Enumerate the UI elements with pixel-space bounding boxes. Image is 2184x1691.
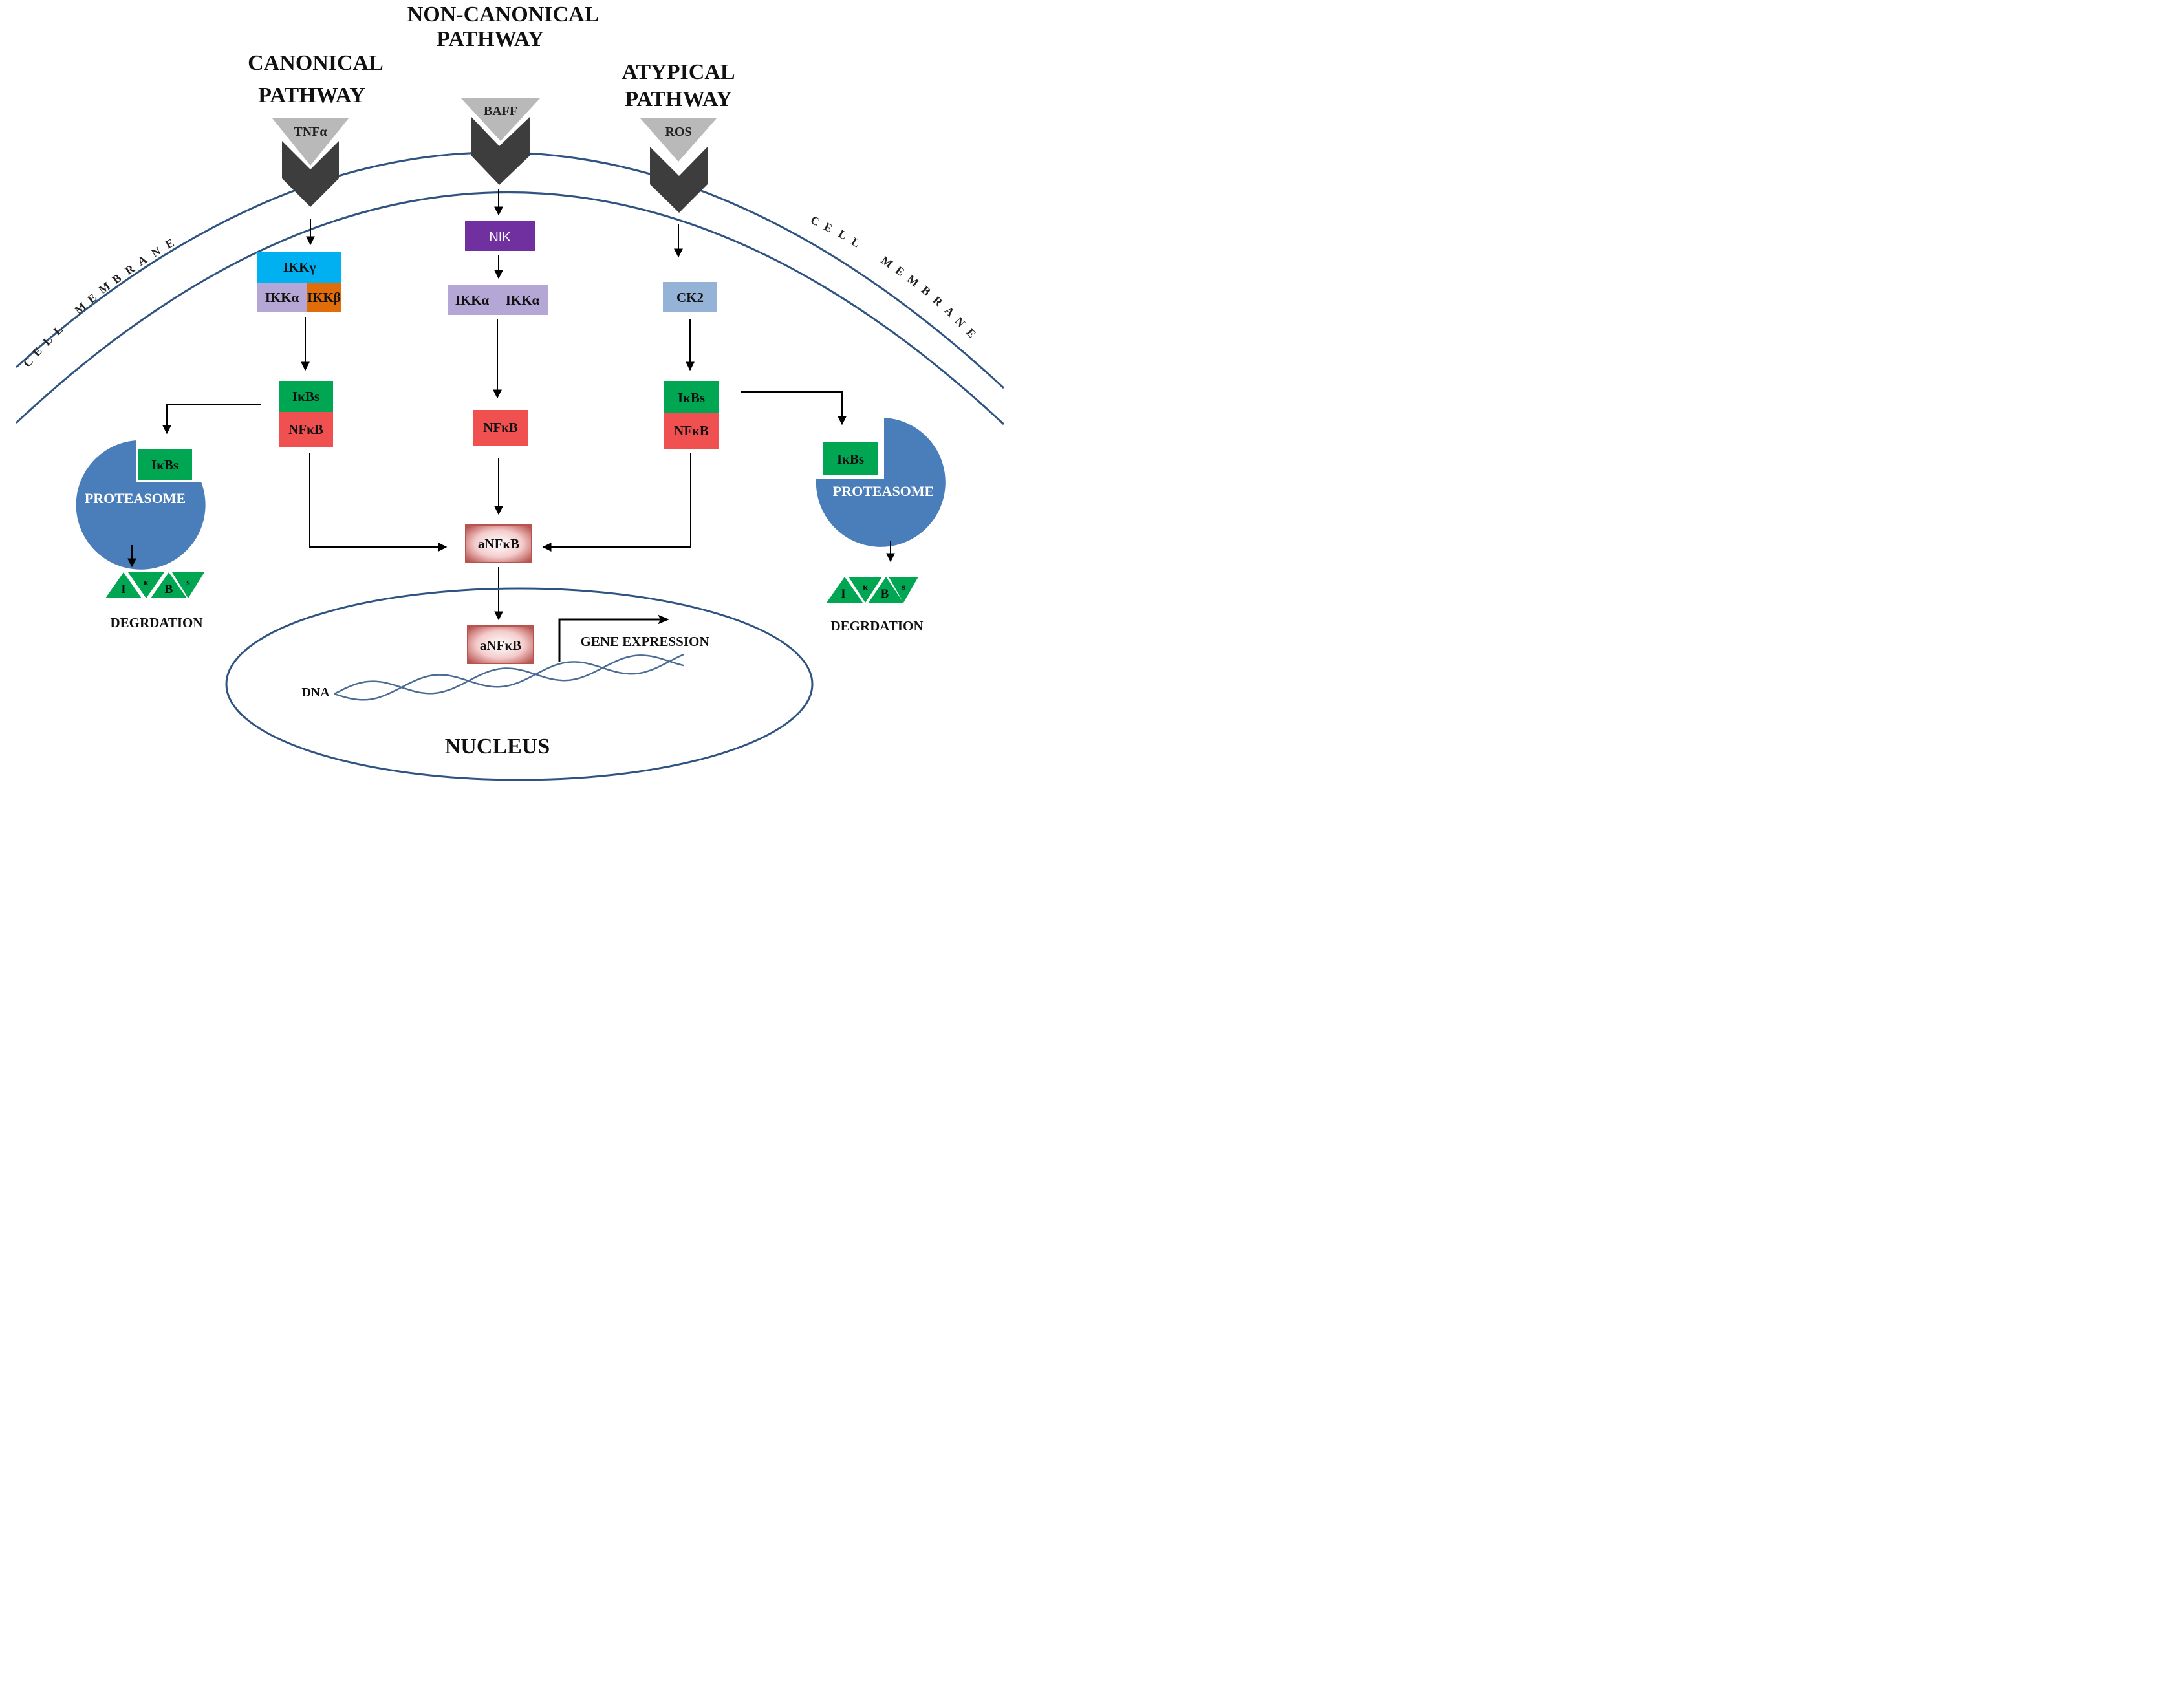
ros-receptor — [650, 147, 708, 213]
nik-label: NIK — [489, 230, 511, 244]
atypical-nfkb-box — [664, 413, 719, 449]
proteasome-right-ikbs-label: IκBs — [837, 451, 864, 467]
canonical-nfkb-label: NFκB — [288, 422, 323, 437]
canonical-title-line1: CANONICAL — [248, 51, 384, 75]
degradation-right-fragments — [827, 577, 918, 603]
cell-membrane-outer — [16, 151, 1005, 389]
tnf-ligand-label: TNFα — [294, 125, 327, 139]
arrow-ikbs-to-proteasome-right — [741, 391, 847, 425]
mem-right-letter: E — [893, 264, 907, 279]
mem-left-letter: E — [85, 291, 99, 306]
mem-right-letter: N — [953, 314, 968, 329]
mem-right-letter: L — [836, 227, 849, 242]
ikk-beta-box — [307, 283, 341, 312]
mem-right-letter: A — [942, 304, 957, 319]
anfkb-nucleus-box — [467, 625, 534, 664]
gene-expression-label: GENE EXPRESSION — [581, 634, 709, 649]
ikk-alpha-2-box — [497, 285, 548, 315]
atypical-title-line2: PATHWAY — [625, 87, 732, 111]
mem-left-letter: M — [96, 279, 113, 296]
canonical-ikbs-label: IκBs — [292, 389, 319, 404]
gene-expression-arrow — [558, 614, 669, 662]
degradation-left-fragments — [105, 572, 204, 598]
non-canonical-title-line1: NON-CANONICAL — [407, 3, 600, 27]
degradation-left-frag-1: I — [121, 583, 125, 596]
arrow-atypical-nfkb-to-anfkb — [542, 453, 691, 552]
anfkb-cytoplasm-box — [465, 524, 532, 563]
baff-ligand — [461, 98, 540, 141]
ck2-label: CK2 — [676, 290, 704, 305]
degradation-right-frag-3: B — [881, 587, 889, 601]
ikk-alpha-2-label: IKKα — [506, 292, 540, 308]
mem-right-letter: R — [931, 294, 946, 309]
degradation-left-label: DEGRDATION — [110, 615, 202, 630]
atypical-ikbs-label: IκBs — [678, 390, 705, 405]
canonical-nfkb-box — [279, 412, 333, 447]
proteasome-right-ikbs-box — [823, 442, 878, 475]
anfkb-cytoplasm-label: aNFκB — [478, 536, 519, 552]
atypical-title-line1: ATYPICAL — [622, 60, 735, 84]
nucleus-label: NUCLEUS — [445, 735, 550, 759]
proteasome-left-label: PROTEASOME — [85, 490, 186, 506]
degradation-left-frag-4: s — [186, 578, 190, 588]
ikk-gamma-box — [257, 252, 341, 283]
atypical-nfkb-label: NFκB — [674, 423, 709, 438]
ikk-beta-label: IKKβ — [307, 290, 341, 305]
ikk-alpha-1-box — [448, 285, 497, 315]
proteasome-left-ikbs-box — [138, 449, 192, 480]
proteasome-left-ikbs-label: IκBs — [151, 457, 178, 473]
proteasome-right — [816, 418, 946, 547]
ikk-alpha-label: IKKα — [265, 290, 299, 305]
anfkb-nucleus-label: aNFκB — [480, 638, 521, 653]
atypical-ikbs-box — [664, 381, 719, 413]
non-canonical-nfkb-label: NFκB — [483, 420, 518, 435]
ikk-gamma-label: IKKγ — [283, 259, 316, 275]
degradation-left-frag-3: B — [165, 583, 173, 596]
degradation-right-label: DEGRDATION — [830, 618, 923, 634]
tnf-receptor — [282, 141, 339, 207]
non-canonical-nfkb-box — [473, 410, 528, 446]
mem-left-letter: M — [72, 299, 89, 316]
dna-strand-2 — [334, 654, 684, 695]
degradation-right-frag-1: I — [841, 587, 845, 601]
ikk-alpha-box — [257, 283, 307, 312]
ck2-box — [663, 282, 717, 312]
canonical-ikbs-box — [279, 381, 333, 412]
baff-receptor — [471, 116, 530, 185]
proteasome-right-label: PROTEASOME — [833, 483, 934, 499]
mem-right-letter: E — [964, 326, 978, 340]
dna-label: DNA — [301, 685, 330, 700]
mem-right-letter: M — [905, 272, 922, 289]
tnf-ligand — [272, 118, 349, 166]
nucleus-envelope — [225, 587, 814, 781]
cell-membrane-inner — [15, 191, 1005, 425]
proteasome-left — [76, 440, 206, 570]
canonical-title-line2: PATHWAY — [258, 83, 365, 107]
degradation-right-frag-4: s — [902, 583, 905, 592]
degradation-right-frag-2: κ — [863, 583, 868, 592]
mem-right-letter: M — [879, 253, 895, 270]
baff-ligand-label: BAFF — [484, 104, 517, 118]
ros-ligand-label: ROS — [665, 125, 691, 139]
mem-left-letter: C — [21, 355, 36, 370]
nik-box — [465, 221, 535, 251]
ros-ligand — [640, 118, 717, 162]
mem-right-letter: L — [849, 235, 863, 250]
arrow-ikbs-to-proteasome-left — [162, 404, 261, 435]
ikk-alpha-1-label: IKKα — [455, 292, 490, 308]
mem-right-letter: B — [919, 283, 933, 298]
degradation-left-frag-2: κ — [144, 578, 149, 588]
mem-left-letter: E — [30, 345, 45, 359]
non-canonical-title-line2: PATHWAY — [437, 27, 544, 51]
dna-strand-1 — [334, 653, 684, 701]
mem-right-letter: C — [808, 213, 821, 229]
arrow-canonical-nfkb-to-anfkb — [309, 453, 448, 552]
mem-right-letter: E — [822, 220, 835, 235]
